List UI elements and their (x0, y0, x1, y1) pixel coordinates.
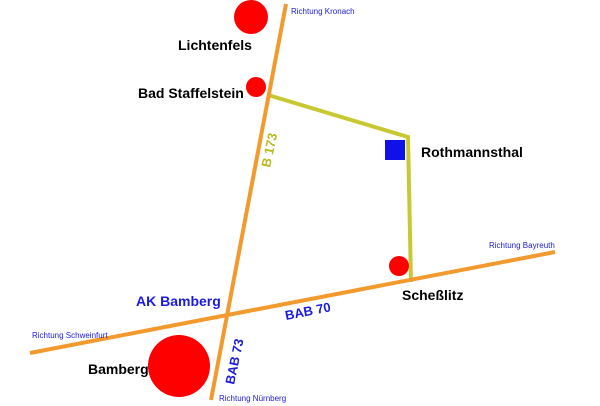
label-lichtenfels: Lichtenfels (178, 37, 252, 53)
label-richtung-bayreuth: Richtung Bayreuth (489, 241, 555, 250)
town-marker-lichtenfels (234, 0, 268, 34)
label-bamberg: Bamberg (88, 361, 149, 377)
town-marker-bamberg (148, 335, 210, 397)
road-bab70 (29, 250, 556, 355)
label-bad-staffelstein: Bad Staffelstein (138, 85, 244, 101)
town-marker-schesslitz (389, 256, 409, 276)
label-schesslitz: Scheßlitz (402, 287, 463, 303)
label-richtung-schweinfurt: Richtung Schweinfurt (32, 331, 108, 340)
label-richtung-nuernberg: Richtung Nürnberg (219, 394, 286, 403)
label-rothmannsthal: Rothmannsthal (421, 144, 523, 160)
road-b173-bab73 (209, 3, 288, 401)
label-richtung-kronach: Richtung Kronach (291, 7, 355, 16)
destination-marker-rothmannsthal (385, 140, 405, 160)
local-road-rothmannsthal (267, 93, 413, 283)
label-ak-bamberg: AK Bamberg (136, 293, 221, 309)
town-marker-bad-staffelstein (246, 77, 266, 97)
label-bab73: BAB 73 (222, 337, 246, 385)
label-b173: B 173 (258, 132, 280, 169)
